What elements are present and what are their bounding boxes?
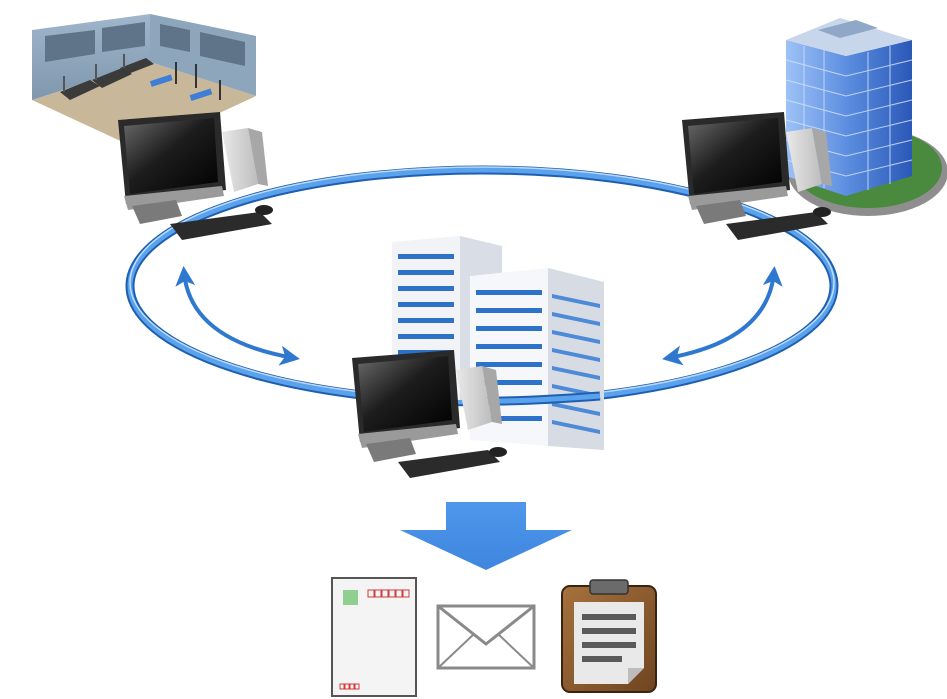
output-arrow-down-icon [400,502,572,570]
desktop-computer-icon [682,112,832,240]
postcard-icon [331,577,417,697]
desktop-computer-icon [118,112,273,240]
clipboard-icon [561,579,657,693]
sync-arrow-right [662,266,783,366]
envelope-icon [436,604,536,670]
desktop-computer-icon [352,350,507,478]
sync-arrow-left [175,266,300,366]
gym-room-icon [32,14,256,150]
office-tower-icon [785,18,947,216]
